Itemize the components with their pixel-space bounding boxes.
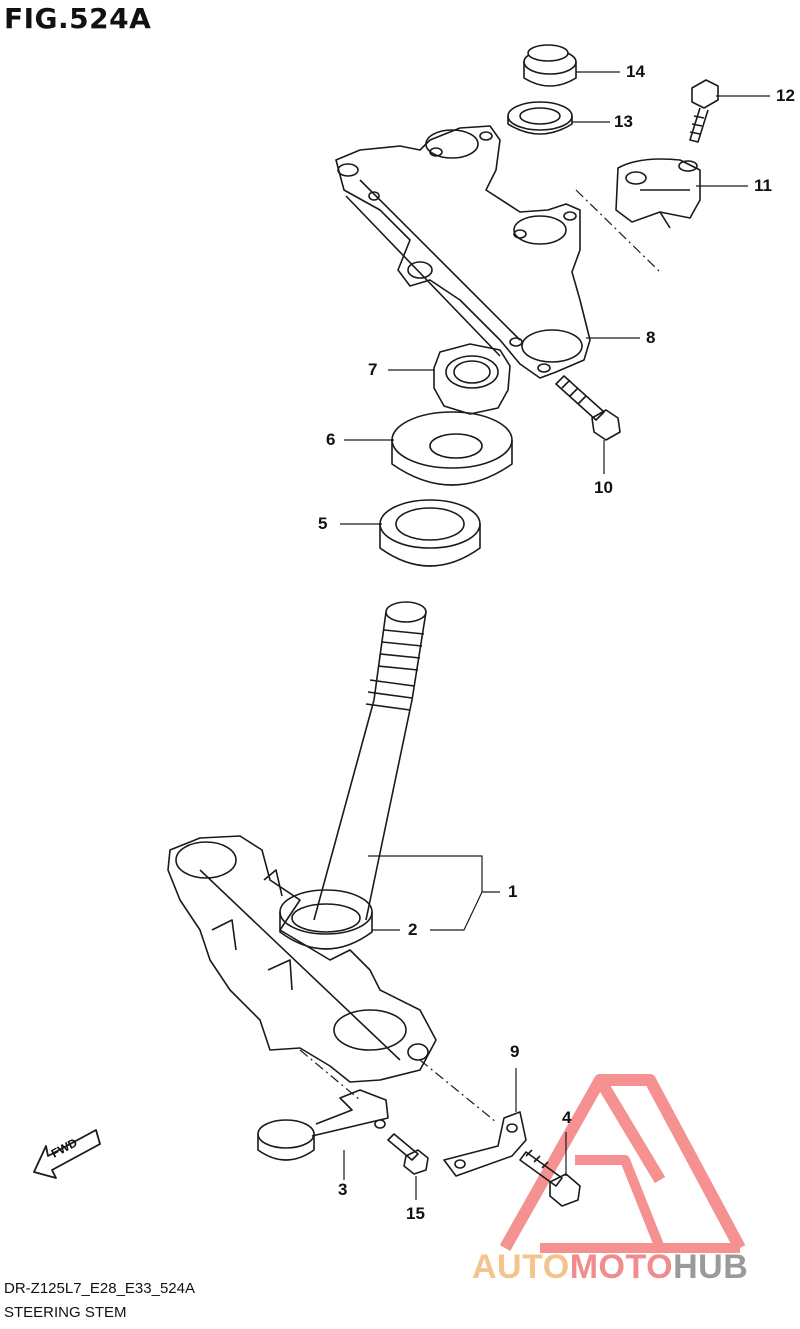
part-7-nut	[433, 343, 511, 415]
assembly-lines	[299, 189, 661, 1123]
part-14-cap	[523, 44, 577, 87]
leader-lines	[340, 71, 770, 1200]
watermark-text: AUTOMOTOHUB	[472, 1248, 748, 1287]
part-8-upper-bracket	[335, 125, 591, 379]
part-9-bracket	[443, 1111, 527, 1177]
callout-15: 15	[406, 1204, 425, 1223]
callout-8: 8	[646, 328, 656, 347]
part-15-bolt	[387, 1133, 429, 1175]
callout-6: 6	[326, 430, 336, 449]
callout-12: 12	[776, 86, 795, 105]
lower-bracket	[167, 835, 437, 1083]
callout-10: 10	[594, 478, 613, 497]
watermark-part-moto: MOTO	[569, 1248, 674, 1286]
callout-7: 7	[368, 360, 378, 379]
part-13-washer	[507, 101, 573, 135]
callout-11: 11	[754, 176, 772, 195]
callout-4: 4	[562, 1108, 572, 1127]
callout-9: 9	[510, 1042, 520, 1061]
fwd-arrow-icon: FWD	[33, 1129, 101, 1179]
watermark-logo	[499, 1074, 746, 1253]
part-2-bearing	[291, 903, 361, 933]
footer-code: DR-Z125L7_E28_E33_524A	[4, 1280, 195, 1297]
part-12-bolt	[689, 79, 719, 143]
watermark-part-auto: AUTO	[472, 1248, 570, 1286]
callout-13: 13	[614, 112, 633, 131]
figure-title: FIG.524A	[4, 2, 152, 35]
callout-2: 2	[408, 920, 418, 939]
part-5-bearing	[379, 499, 481, 567]
part-6-dust-seal	[391, 411, 513, 486]
watermark-part-hub: HUB	[673, 1248, 749, 1286]
part-1-steering-stem	[279, 601, 427, 950]
footer-caption: STEERING STEM	[4, 1304, 127, 1321]
callout-3: 3	[338, 1180, 348, 1199]
callout-5: 5	[318, 514, 328, 533]
callout-1: 1	[508, 882, 518, 901]
part-10-bolt	[555, 375, 621, 441]
part-11-handlebar-holder	[615, 158, 701, 229]
part-3-clamp	[257, 1089, 389, 1161]
callout-14: 14	[626, 62, 645, 81]
